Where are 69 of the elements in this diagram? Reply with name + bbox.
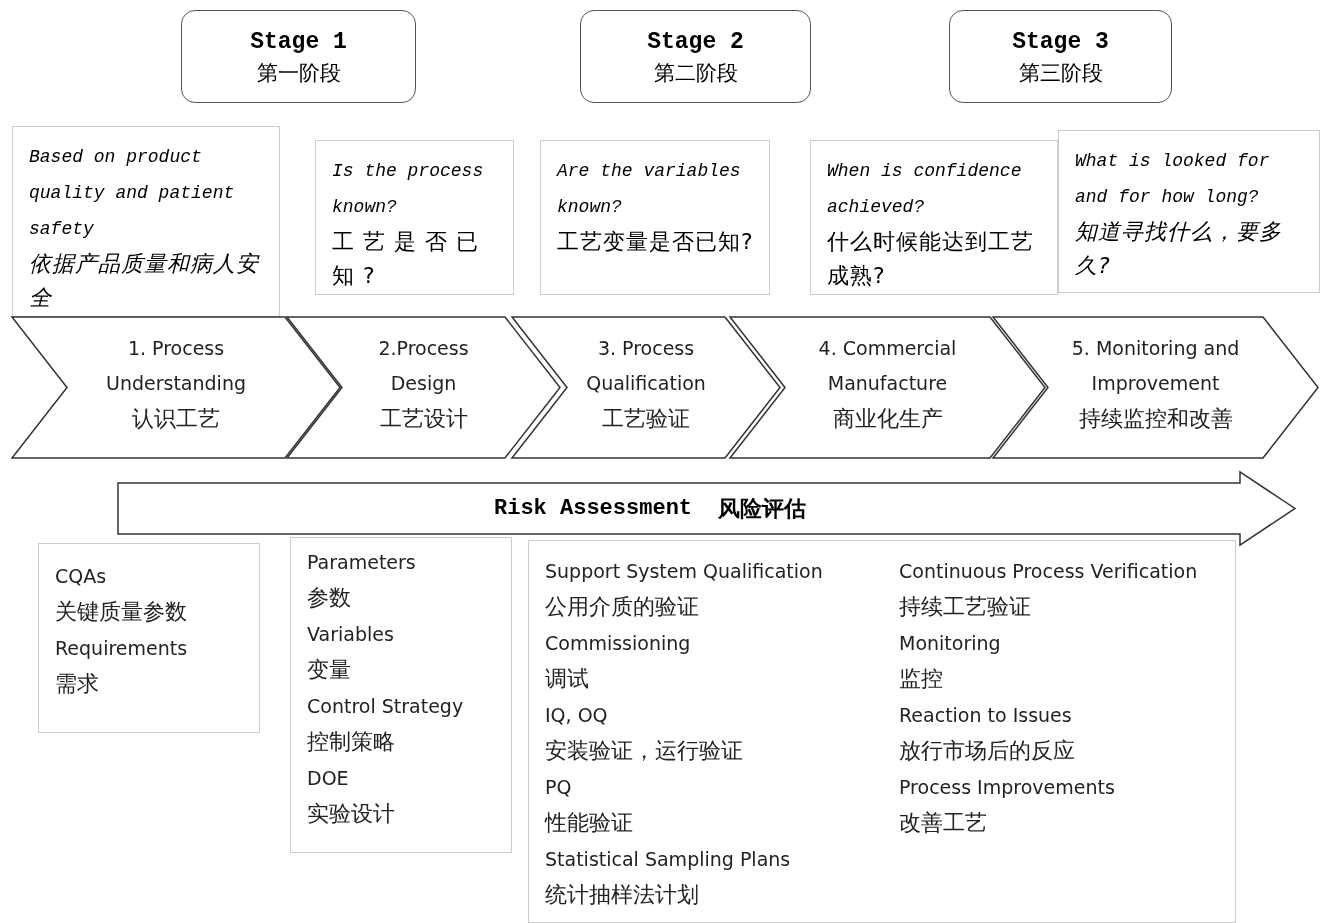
activity-text: Parameters (307, 550, 416, 575)
phase-label: 持续监控和改善 (1077, 405, 1234, 433)
question-box (810, 140, 1058, 295)
phase-label: 2.Process Design (377, 336, 470, 396)
activity-text: 关键质量参数 (55, 598, 187, 626)
activity-text: 实验设计 (307, 800, 395, 828)
question-text: What is looked for and for how long? (1075, 150, 1271, 209)
question-box (540, 140, 770, 295)
stage-title: Stage 1 (249, 28, 348, 57)
activity-text: 改善工艺 (899, 809, 987, 837)
activity-text: Statistical Sampling Plans (545, 847, 791, 872)
stage-box (949, 10, 1172, 103)
stage-subtitle: 第一阶段 (255, 60, 342, 87)
question-text: 工艺是否已知? (332, 228, 488, 290)
phase-label: 4. Commercial Manufacture (817, 336, 958, 396)
activity-text: 变量 (307, 656, 351, 684)
activity-text: 控制策略 (307, 728, 395, 756)
activity-text: Process Improvements (899, 775, 1115, 800)
question-text: 工艺变量是否已知? (557, 228, 755, 256)
phase-label: 认识工艺 (131, 405, 221, 433)
question-text: Is the process known? (332, 160, 485, 219)
arrow-label: 风险评估 (718, 494, 807, 523)
activity-text: PQ (545, 775, 572, 800)
stage-subtitle: 第二阶段 (652, 60, 739, 87)
activity-text: Reaction to Issues (899, 703, 1072, 728)
question-box (12, 126, 280, 317)
activity-text: 持续工艺验证 (899, 593, 1031, 621)
question-text: Are the variables known? (557, 160, 742, 219)
activity-text: Commissioning (545, 631, 691, 656)
activity-text: Requirements (55, 636, 188, 661)
activity-text: 放行市场后的反应 (899, 737, 1075, 765)
activity-text: DOE (307, 766, 349, 791)
stage-box (580, 10, 811, 103)
question-box (315, 140, 514, 295)
activity-text: 参数 (307, 584, 351, 612)
arrow-label: Risk Assessment (494, 496, 693, 521)
phase-label: 商业化生产 (831, 405, 944, 433)
question-text: 什么时候能达到工艺成熟? (827, 228, 1035, 290)
activity-text: CQAs (55, 564, 107, 589)
question-text: Based on product quality and patient safety (29, 146, 236, 241)
question-text: 依据产品质量和病人安全 (29, 250, 261, 312)
phase-label: 5. Monitoring and Improvement (1070, 336, 1241, 396)
phase-label: 3. Process Qualification (585, 336, 707, 396)
activity-text: 性能验证 (545, 809, 633, 837)
activity-text: Support System Qualification (545, 559, 823, 584)
phase-label: 1. Process Understanding (105, 336, 247, 396)
activity-text: 调试 (545, 665, 589, 693)
activity-text: 安装验证，运行验证 (545, 737, 743, 765)
activity-text: Continuous Process Verification (899, 559, 1198, 584)
phase-label: 工艺设计 (378, 405, 469, 433)
question-text: 知道寻找什么，要多久? (1075, 218, 1283, 280)
activity-box (38, 543, 260, 733)
activity-text: 统计抽样法计划 (545, 881, 699, 909)
question-text: When is confidence achieved? (827, 160, 1023, 219)
activity-text: 公用介质的验证 (545, 593, 699, 621)
activity-text: Monitoring (899, 631, 1001, 656)
question-box (1058, 130, 1320, 293)
activity-text: 监控 (899, 665, 943, 693)
activity-text: 需求 (55, 670, 99, 698)
activity-text: Control Strategy (307, 694, 464, 719)
stage-box (181, 10, 416, 103)
activity-text: IQ, OQ (545, 703, 608, 728)
activity-box (290, 537, 512, 853)
stage-subtitle: 第三阶段 (1017, 60, 1104, 87)
stage-title: Stage 3 (1011, 28, 1110, 57)
activity-box (528, 540, 1236, 923)
phase-label: 工艺验证 (601, 405, 691, 433)
stage-title: Stage 2 (646, 28, 745, 57)
activity-text: Variables (307, 622, 394, 647)
